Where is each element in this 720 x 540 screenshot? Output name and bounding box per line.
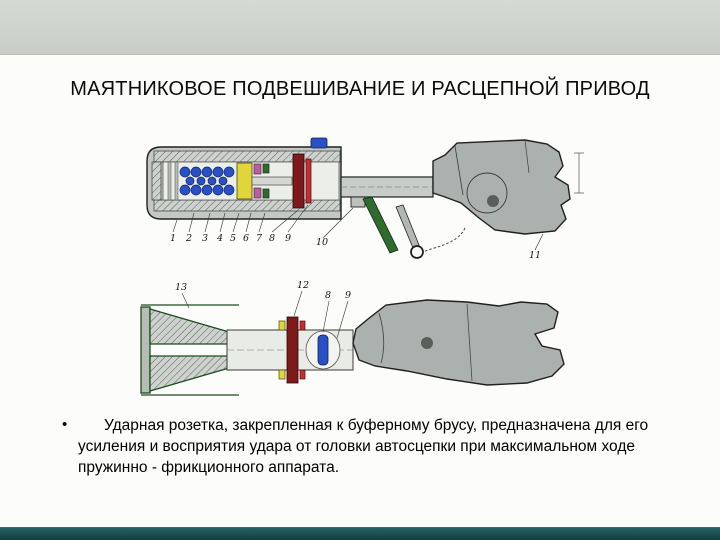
top-view xyxy=(146,137,584,259)
part-label: 10 xyxy=(316,237,328,248)
green-stops xyxy=(262,163,270,199)
pivot-pin xyxy=(421,337,433,349)
coupler-head-top xyxy=(432,139,571,235)
header-bar xyxy=(0,0,720,55)
part-label: 8 xyxy=(325,290,331,301)
top-view-labels: 1 2 3 4 5 6 7 8 9 10 11 xyxy=(170,204,544,261)
dimension-marks xyxy=(574,152,584,194)
part-label: 7 xyxy=(256,233,263,244)
bullet-item: • Ударная розетка, закрепленная к буферн… xyxy=(62,415,668,478)
coupler-head-bottom xyxy=(352,299,565,386)
wedge-plates xyxy=(253,163,262,199)
bottom-view-labels: 13 12 8 9 xyxy=(175,280,351,339)
part-label: 13 xyxy=(175,282,187,293)
part-label: 12 xyxy=(297,280,309,291)
part-label: 3 xyxy=(202,233,208,244)
bullet-text: Ударная розетка, закрепленная к буферном… xyxy=(78,417,649,477)
yellow-stops-bottom xyxy=(278,320,286,380)
coupler-pin xyxy=(317,334,329,366)
part-label: 1 xyxy=(170,233,176,244)
follower-plate-bottom xyxy=(286,316,299,384)
bullet-marker: • xyxy=(62,416,68,433)
friction-wedge xyxy=(236,162,253,200)
uncoupling-chain xyxy=(422,227,466,253)
part-label: 9 xyxy=(345,290,351,301)
diagram-figure: 1 2 3 4 5 6 7 8 9 10 11 xyxy=(127,133,592,405)
part-label: 9 xyxy=(285,233,291,244)
center-rod xyxy=(251,176,293,186)
lever-bracket xyxy=(350,196,366,208)
footer-bar xyxy=(0,527,720,540)
part-label: 5 xyxy=(230,233,236,244)
follower-plate xyxy=(292,153,305,209)
coupler-diagram: 1 2 3 4 5 6 7 8 9 10 11 xyxy=(140,137,584,396)
spring-pack xyxy=(179,166,235,196)
part-label: 2 xyxy=(185,233,192,244)
red-stops-bottom xyxy=(299,320,306,380)
part-label: 6 xyxy=(243,233,249,244)
uncoupling-rod xyxy=(362,196,399,254)
stop-plate xyxy=(305,158,312,204)
slide-title: МАЯТНИКОВОЕ ПОДВЕШИВАНИЕ И РАСЦЕПНОЙ ПРИ… xyxy=(70,78,650,100)
part-label: 8 xyxy=(269,233,275,244)
retainer-clip xyxy=(310,137,328,149)
part-label: 11 xyxy=(529,250,541,261)
striker-socket xyxy=(140,304,239,396)
bottom-view xyxy=(140,299,565,396)
lever-handle-ring xyxy=(410,245,424,259)
part-label: 4 xyxy=(216,233,223,244)
lift-lever xyxy=(395,204,420,249)
lock-pin xyxy=(487,195,499,207)
